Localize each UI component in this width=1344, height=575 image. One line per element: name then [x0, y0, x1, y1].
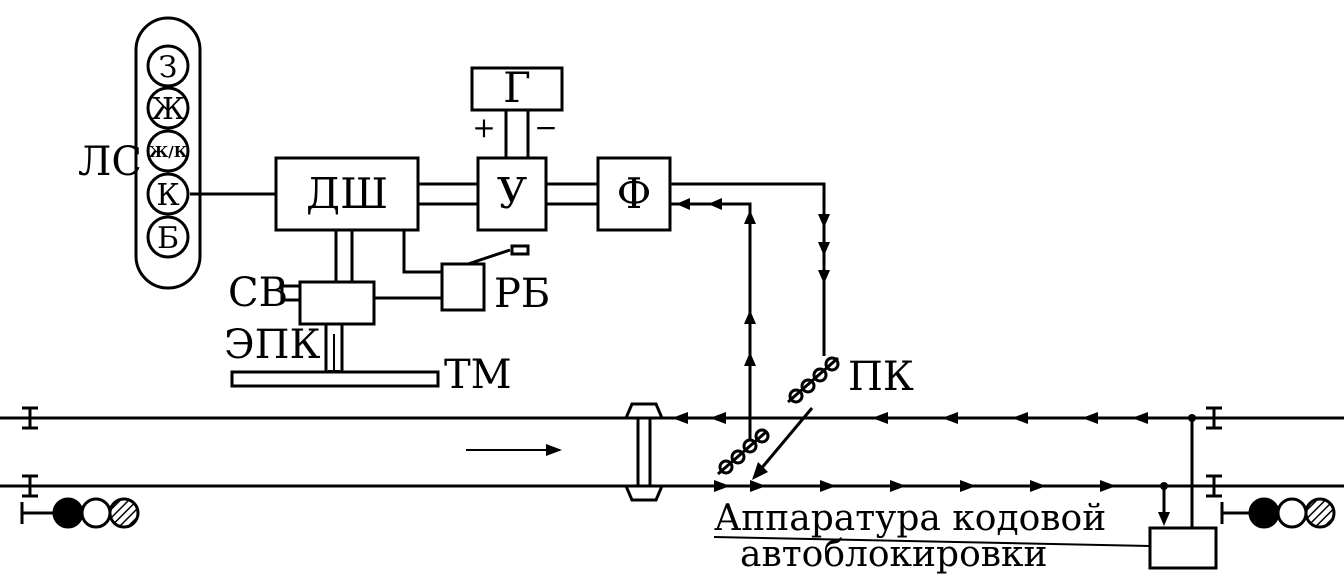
- brake-main-pipe: [230, 370, 440, 388]
- lamp-green: З: [159, 50, 178, 85]
- rail-current-bottom: [714, 480, 1116, 492]
- receiver-coil-right: [787, 356, 840, 404]
- vigilance-handle-block: [440, 262, 486, 312]
- coded-autoblock-apparatus: [1148, 526, 1218, 570]
- generator-label: Г: [503, 63, 531, 112]
- amplifier-label: У: [497, 169, 527, 218]
- lamp-yellow-red: Ж/К: [149, 143, 188, 161]
- receiver-coil-left: [717, 428, 770, 476]
- filter-block: [596, 156, 672, 232]
- wayside-signal-left: [20, 497, 140, 529]
- label-brake-main: ТМ: [444, 352, 512, 398]
- decoder-block: [274, 156, 420, 232]
- lamp-red: К: [156, 178, 179, 213]
- wayside-signal-right: [1220, 497, 1336, 529]
- label-brake-valve: ЭПК: [224, 322, 320, 368]
- caption-leader: [713, 536, 1151, 547]
- decoder-label: ДШ: [306, 169, 388, 218]
- direction-arrow: [466, 444, 562, 456]
- minus-label: −: [534, 111, 557, 144]
- label-receiver-coils: ПК: [848, 354, 914, 400]
- label-vigilance-handle: РБ: [494, 271, 550, 317]
- plus-label: +: [472, 111, 495, 144]
- label-alert-button: СВ: [228, 270, 288, 316]
- alert-button: [280, 284, 302, 302]
- brake-valve-block: [298, 280, 376, 326]
- generator-block: [470, 66, 564, 112]
- lamp-white: Б: [157, 221, 179, 256]
- amplifier-block: [476, 156, 548, 232]
- filter-label: Ф: [617, 169, 652, 218]
- locomotive-signal: З Ж Ж/К К Б: [134, 16, 202, 290]
- label-locomotive-signal: ЛС: [78, 139, 142, 185]
- apparatus-caption-line1: Аппаратура кодовой: [714, 498, 1106, 539]
- wheelset: [623, 402, 665, 502]
- lamp-yellow: Ж: [151, 92, 185, 127]
- rail-current-top: [672, 412, 1148, 424]
- insulated-joints: [22, 406, 1222, 498]
